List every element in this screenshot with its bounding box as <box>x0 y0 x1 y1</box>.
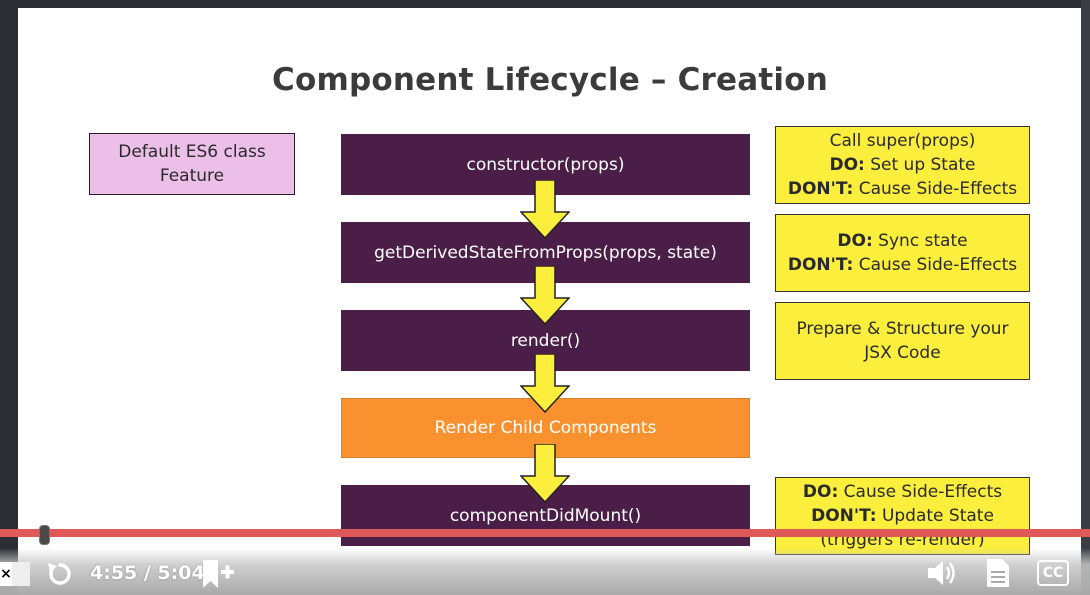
closed-captions-button[interactable]: CC <box>1037 560 1069 586</box>
down-arrow-icon <box>520 266 570 326</box>
note-constructor: Call super(props) DO: Set up State DON'T… <box>775 126 1030 204</box>
progress-scrubber-handle[interactable] <box>39 525 50 545</box>
note-get-derived-state: DO: Sync state DON'T: Cause Side-Effects <box>775 214 1030 292</box>
down-arrow-icon <box>520 180 570 240</box>
step-label: Render Child Components <box>434 418 657 438</box>
note-line: DO: Set up State <box>829 155 976 175</box>
note-line: DO: Sync state <box>837 231 968 251</box>
note-line: DON'T: Cause Side-Effects <box>787 179 1018 199</box>
player-controls <box>0 548 1090 595</box>
close-button-pad <box>12 562 30 586</box>
step-label: render() <box>510 330 581 351</box>
step-label: getDerivedStateFromProps(props, state) <box>374 242 717 263</box>
time-display: 4:55 / 5:04 <box>90 562 205 584</box>
side-note-line2: Feature <box>159 166 225 186</box>
transcript-icon[interactable] <box>984 557 1012 589</box>
down-arrow-icon <box>520 354 570 414</box>
replay-icon[interactable] <box>46 560 74 588</box>
progress-bar[interactable] <box>0 529 1090 537</box>
down-arrow-icon <box>520 444 570 504</box>
side-note-es6: Default ES6 class Feature <box>89 133 295 195</box>
add-bookmark-icon[interactable] <box>200 558 236 590</box>
note-component-did-mount: DO: Cause Side-Effects DON'T: Update Sta… <box>775 477 1030 555</box>
side-note-line1: Default ES6 class <box>118 142 266 162</box>
note-line: Call super(props) <box>829 131 976 151</box>
note-line: Prepare & Structure your <box>796 319 1009 339</box>
note-line: DON'T: Update State <box>811 506 994 526</box>
note-line: JSX Code <box>864 343 941 363</box>
step-label: constructor(props) <box>466 154 625 175</box>
step-render-children: Render Child Components <box>341 398 750 458</box>
note-render: Prepare & Structure your JSX Code <box>775 302 1030 380</box>
close-button[interactable]: × <box>0 562 12 586</box>
cc-label: CC <box>1042 565 1064 581</box>
slide-title: Component Lifecycle – Creation <box>272 62 828 98</box>
note-line: DON'T: Cause Side-Effects <box>787 255 1018 275</box>
volume-icon[interactable] <box>926 558 958 588</box>
note-line: DO: Cause Side-Effects <box>802 482 1003 502</box>
right-edge-strip <box>1081 0 1090 595</box>
step-label: componentDidMount() <box>449 505 642 526</box>
